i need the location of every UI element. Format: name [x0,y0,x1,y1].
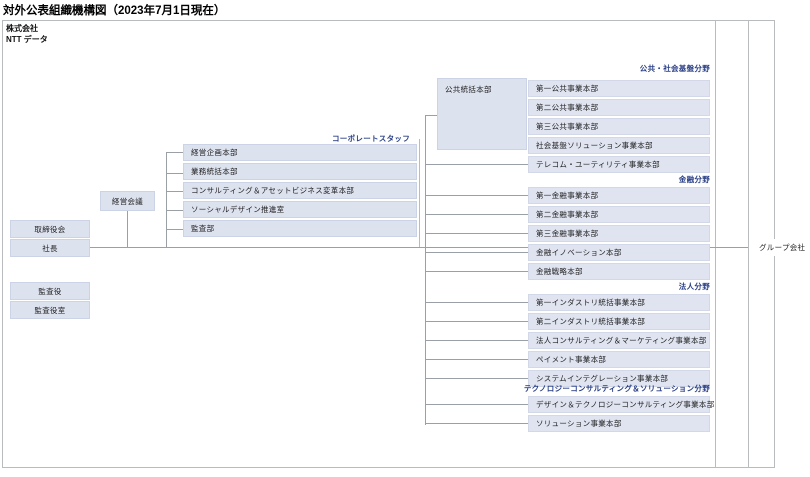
box-technology-1-label: ソリューション事業本部 [536,419,622,428]
box-president-label: 社長 [42,243,58,253]
box-auditor[interactable]: 監査役 [10,282,90,300]
box-finance-1[interactable]: 第二金融事業本部 [528,206,710,223]
box-public-1[interactable]: 第二公共事業本部 [528,99,710,116]
box-corporate-staff-0[interactable]: 経営企画本部 [183,144,417,161]
box-public-0[interactable]: 第一公共事業本部 [528,80,710,97]
box-finance-0[interactable]: 第一金融事業本部 [528,187,710,204]
box-telecom-utility-label: テレコム・ユーティリティ事業本部 [536,160,660,169]
box-finance-1-label: 第二金融事業本部 [536,210,599,219]
box-technology-0-label: デザイン＆テクノロジーコンサルティング事業本部 [536,400,715,409]
box-management-meeting-label: 経営会議 [111,196,144,206]
box-board-of-directors-label: 取締役会 [34,224,66,234]
box-finance-3-label: 金融イノベーション本部 [536,248,622,257]
box-corporate-staff-3[interactable]: ソーシャルデザイン推進室 [183,201,417,218]
box-corporate-staff-2[interactable]: コンサルティング＆アセットビジネス変革本部 [183,182,417,199]
box-corporate-staff-1[interactable]: 業務統括本部 [183,163,417,180]
line-stub-fin-1 [425,214,528,215]
box-public-general-hq-label: 公共統括本部 [445,85,492,94]
box-enterprise-1-label: 第二インダストリ統括事業本部 [536,317,646,326]
box-corporate-staff-3-label: ソーシャルデザイン推進室 [191,205,285,214]
frame-divider-left [715,20,716,468]
line-stub-tech-0 [425,404,528,405]
line-stub-telecom [425,164,528,165]
line-cs-group-right [419,139,420,247]
line-management-meeting-down [127,211,128,247]
box-enterprise-0[interactable]: 第一インダストリ統括事業本部 [528,294,710,311]
box-public-1-label: 第二公共事業本部 [536,103,599,112]
box-group-companies-label: グループ会社 [759,243,806,252]
box-enterprise-4[interactable]: システムインテグレーション事業本部 [528,370,710,387]
box-corporate-staff-4[interactable]: 監査部 [183,220,417,237]
line-president-trunk [90,247,726,248]
box-public-2[interactable]: 第三公共事業本部 [528,118,710,135]
box-public-2-label: 第三公共事業本部 [536,122,599,131]
line-stub-ent-4 [425,378,528,379]
heading-corporate-staff: コーポレートスタッフ [332,134,410,143]
line-stub-cs-2 [166,191,183,192]
heading-technology-sector: テクノロジーコンサルティング＆ソリューション分野 [523,384,710,393]
line-stub-public-group [425,115,437,116]
line-stub-cs-4 [166,229,183,230]
line-main-trunk [425,115,426,425]
line-stub-tech-1 [425,423,528,424]
box-board-of-directors[interactable]: 取締役会 [10,220,90,238]
box-public-3-label: 社会基盤ソリューション事業本部 [536,141,653,150]
page-title: 対外公表組織機構図（2023年7月1日現在） [3,5,226,17]
box-enterprise-3-label: ペイメント事業本部 [536,355,607,364]
box-president[interactable]: 社長 [10,239,90,257]
line-stub-fin-4 [425,271,528,272]
line-stub-ent-2 [425,340,528,341]
box-finance-0-label: 第一金融事業本部 [536,191,599,200]
line-stub-fin-0 [425,195,528,196]
box-enterprise-4-label: システムインテグレーション事業本部 [536,374,669,383]
box-technology-0[interactable]: デザイン＆テクノロジーコンサルティング事業本部 [528,396,714,413]
box-group-companies[interactable]: グループ会社 [752,239,810,256]
box-enterprise-2[interactable]: 法人コンサルティング＆マーケティング事業本部 [528,332,710,349]
box-auditor-label: 監査役 [38,286,62,296]
heading-public-sector: 公共・社会基盤分野 [639,64,710,73]
line-group-companies [715,247,748,248]
box-corporate-staff-1-label: 業務統括本部 [191,167,238,176]
box-technology-1[interactable]: ソリューション事業本部 [528,415,710,432]
box-management-meeting[interactable]: 経営会議 [100,191,155,211]
line-stub-cs-1 [166,173,183,174]
box-public-general-hq[interactable]: 公共統括本部 [437,78,527,150]
box-finance-2-label: 第三金融事業本部 [536,229,599,238]
company-name: 株式会社 NTT データ [6,24,48,44]
box-auditor-office[interactable]: 監査役室 [10,301,90,319]
box-public-3[interactable]: 社会基盤ソリューション事業本部 [528,137,710,154]
line-stub-cs-0 [166,152,183,153]
box-finance-4[interactable]: 金融戦略本部 [528,263,710,280]
line-stub-ent-3 [425,359,528,360]
box-auditor-office-label: 監査役室 [34,305,66,315]
heading-enterprise-sector: 法人分野 [678,282,710,291]
box-enterprise-2-label: 法人コンサルティング＆マーケティング事業本部 [536,336,707,345]
box-corporate-staff-4-label: 監査部 [191,224,215,233]
line-stub-ent-1 [425,321,528,322]
line-stub-fin-2 [425,233,528,234]
box-public-0-label: 第一公共事業本部 [536,84,599,93]
box-corporate-staff-0-label: 経営企画本部 [191,148,238,157]
box-telecom-utility[interactable]: テレコム・ユーティリティ事業本部 [528,156,710,173]
frame-divider-right [748,20,749,468]
box-finance-3[interactable]: 金融イノベーション本部 [528,244,710,261]
line-stub-fin-3 [425,252,528,253]
box-finance-2[interactable]: 第三金融事業本部 [528,225,710,242]
box-enterprise-0-label: 第一インダストリ統括事業本部 [536,298,646,307]
box-enterprise-1[interactable]: 第二インダストリ統括事業本部 [528,313,710,330]
line-stub-cs-3 [166,210,183,211]
box-enterprise-3[interactable]: ペイメント事業本部 [528,351,710,368]
line-corporate-staff-bracket [166,152,167,247]
box-corporate-staff-2-label: コンサルティング＆アセットビジネス変革本部 [191,186,355,195]
line-stub-ent-0 [425,302,528,303]
box-finance-4-label: 金融戦略本部 [536,267,583,276]
heading-finance-sector: 金融分野 [678,175,710,184]
